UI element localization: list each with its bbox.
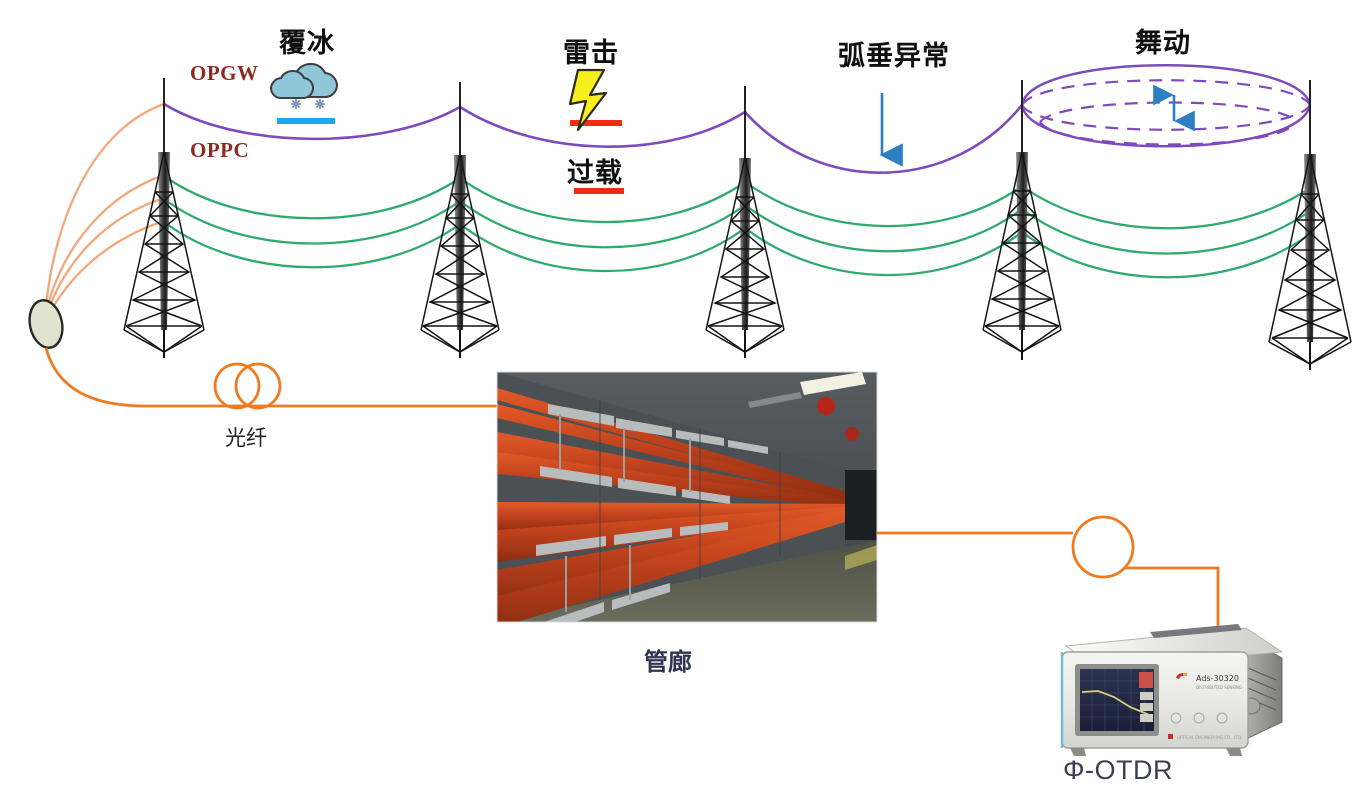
tower-2 (420, 82, 500, 358)
oppc-conductors (162, 174, 1312, 279)
snowflake-icons (291, 99, 325, 109)
icing-label: 覆冰 (279, 28, 335, 59)
pipe-gallery-photo (496, 371, 878, 623)
tower-5 (1268, 80, 1352, 370)
lightning-label: 雷击 (563, 38, 619, 69)
pipe-gallery-label: 管廊 (644, 648, 692, 676)
screen-softkeys (1140, 692, 1153, 722)
opgw-conductor (162, 102, 1024, 174)
tower-4 (982, 80, 1062, 360)
svg-text:DISTRIBUTED SENSING: DISTRIBUTED SENSING (1196, 685, 1242, 690)
galloping-label: 舞动 (1135, 28, 1191, 59)
lightning-bolt-icon (568, 68, 608, 132)
fiber-route-left (44, 347, 497, 410)
device-buttons (1170, 712, 1228, 724)
opgw-label: OPGW (190, 61, 259, 85)
oppc-label: OPPC (190, 138, 250, 162)
phi-otdr-label: Φ-OTDR (1063, 755, 1174, 785)
splice-closure (28, 299, 64, 349)
icing-cloud-icon (269, 62, 339, 109)
device-model-text: Ads-30320 (1196, 674, 1239, 683)
svg-text:OPTICAL ENGINEERING CO., LTD.: OPTICAL ENGINEERING CO., LTD. (1177, 735, 1242, 740)
fiber-route-right (877, 515, 1220, 640)
otdr-device: Ads-30320 DISTRIBUTED SENSING OPTICAL EN… (1060, 624, 1284, 756)
indicator-arrows (879, 84, 1195, 167)
transmission-towers (123, 78, 1352, 370)
galloping-envelope (1020, 64, 1312, 148)
tower-3 (705, 86, 785, 358)
overload-label: 过载 (567, 158, 623, 189)
sag-anomaly-label: 弧垂异常 (838, 41, 950, 72)
optical-fiber-label: 光纤 (225, 426, 267, 450)
cable-markers (277, 118, 624, 194)
fiber-feed-lines (44, 102, 165, 321)
otdr-trace (1081, 690, 1153, 717)
tower-1 (123, 78, 205, 358)
